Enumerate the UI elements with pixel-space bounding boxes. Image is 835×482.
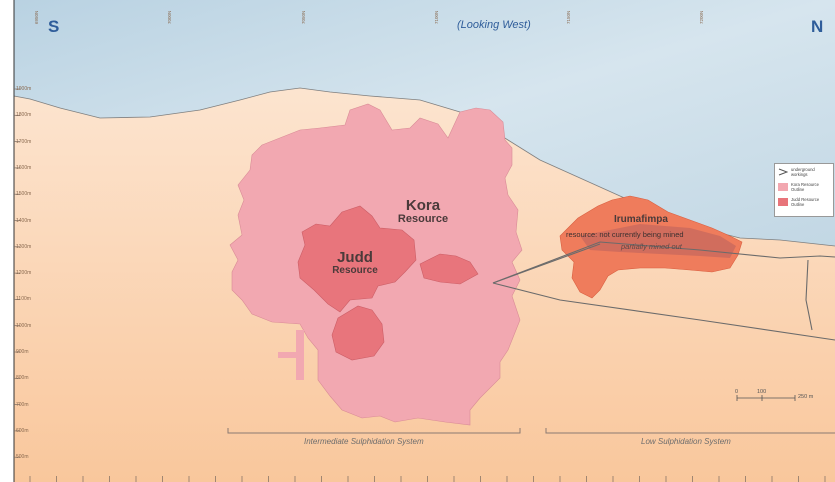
scale-label: 100 xyxy=(757,389,767,395)
elevation-label: 1600m xyxy=(16,164,32,171)
elevation-label: 1100m xyxy=(16,296,31,303)
elevation-label: 900m xyxy=(16,349,29,355)
elevation-label: 800m xyxy=(16,375,29,382)
kora-resource-suffix: Resource xyxy=(397,213,449,225)
elevation-ticks xyxy=(14,88,20,458)
elevation-label: 1400m xyxy=(16,217,32,224)
legend: underground workings Kora Resource Outli… xyxy=(774,163,834,217)
intermediate-system-label: Intermediate Sulphidation System xyxy=(304,437,424,446)
elevation-label: 700m xyxy=(16,401,29,408)
south-direction-label: S xyxy=(48,17,60,36)
legend-label: Kora Resource Outline xyxy=(791,182,819,192)
low-system-label: Low Sulphidation System xyxy=(641,437,731,446)
kora-swatch xyxy=(778,183,788,191)
legend-label: Judd Resource Outline xyxy=(791,197,820,207)
northing-label: 6950N xyxy=(34,10,39,24)
elevation-label: 1900m xyxy=(16,86,32,92)
northing-label: 7150N xyxy=(566,10,571,24)
judd-swatch xyxy=(778,198,788,206)
kora-label: Kora xyxy=(405,197,441,214)
view-direction-label: (Looking West) xyxy=(457,19,531,31)
elevation-label: 1300m xyxy=(16,243,32,250)
elevation-label: 1000m xyxy=(16,322,32,329)
sky xyxy=(14,0,835,246)
northing-label: 7000N xyxy=(167,10,172,24)
scale-label: 0 xyxy=(735,389,739,395)
elevation-label: 1200m xyxy=(16,270,32,277)
judd-right-lobe xyxy=(419,253,479,285)
legend-item-judd: Judd Resource Outline xyxy=(778,197,827,207)
northing-label: 7050N xyxy=(301,10,306,24)
irumafimpa-label: Irumafimpa xyxy=(614,214,668,225)
northing-label: 7100N xyxy=(434,10,439,24)
intermediate-system-bracket xyxy=(227,428,521,434)
elevation-label: 500m xyxy=(16,454,29,461)
legend-item-kora: Kora Resource Outline xyxy=(778,182,827,192)
north-direction-label: N xyxy=(811,17,824,36)
elevation-label: 1500m xyxy=(16,191,32,198)
northing-label: 7200N xyxy=(699,10,704,24)
legend-label: underground workings xyxy=(791,167,815,177)
workings-symbol-icon xyxy=(778,168,788,176)
bottom-ticks xyxy=(29,476,826,482)
elevation-label: 600m xyxy=(16,427,29,434)
judd-resource-suffix: Resource xyxy=(332,265,378,276)
scale-label: 250 m xyxy=(798,394,814,400)
legend-item-workings: underground workings xyxy=(778,167,827,177)
irumafimpa-note: resource: not currently being mined xyxy=(566,230,684,239)
judd-label: Judd xyxy=(337,249,373,266)
elevation-label: 1800m xyxy=(16,112,32,119)
scale-bar xyxy=(736,395,796,401)
underground-workings xyxy=(492,241,835,341)
kora-left-stub xyxy=(278,352,300,358)
elevation-label: 1700m xyxy=(16,138,32,145)
judd-resource-outline xyxy=(297,205,417,313)
low-system-bracket xyxy=(545,428,835,434)
irumafimpa-mined-note: partially mined out xyxy=(621,242,682,251)
left-border-strip xyxy=(0,0,14,482)
judd-lower-lobe xyxy=(331,305,385,361)
